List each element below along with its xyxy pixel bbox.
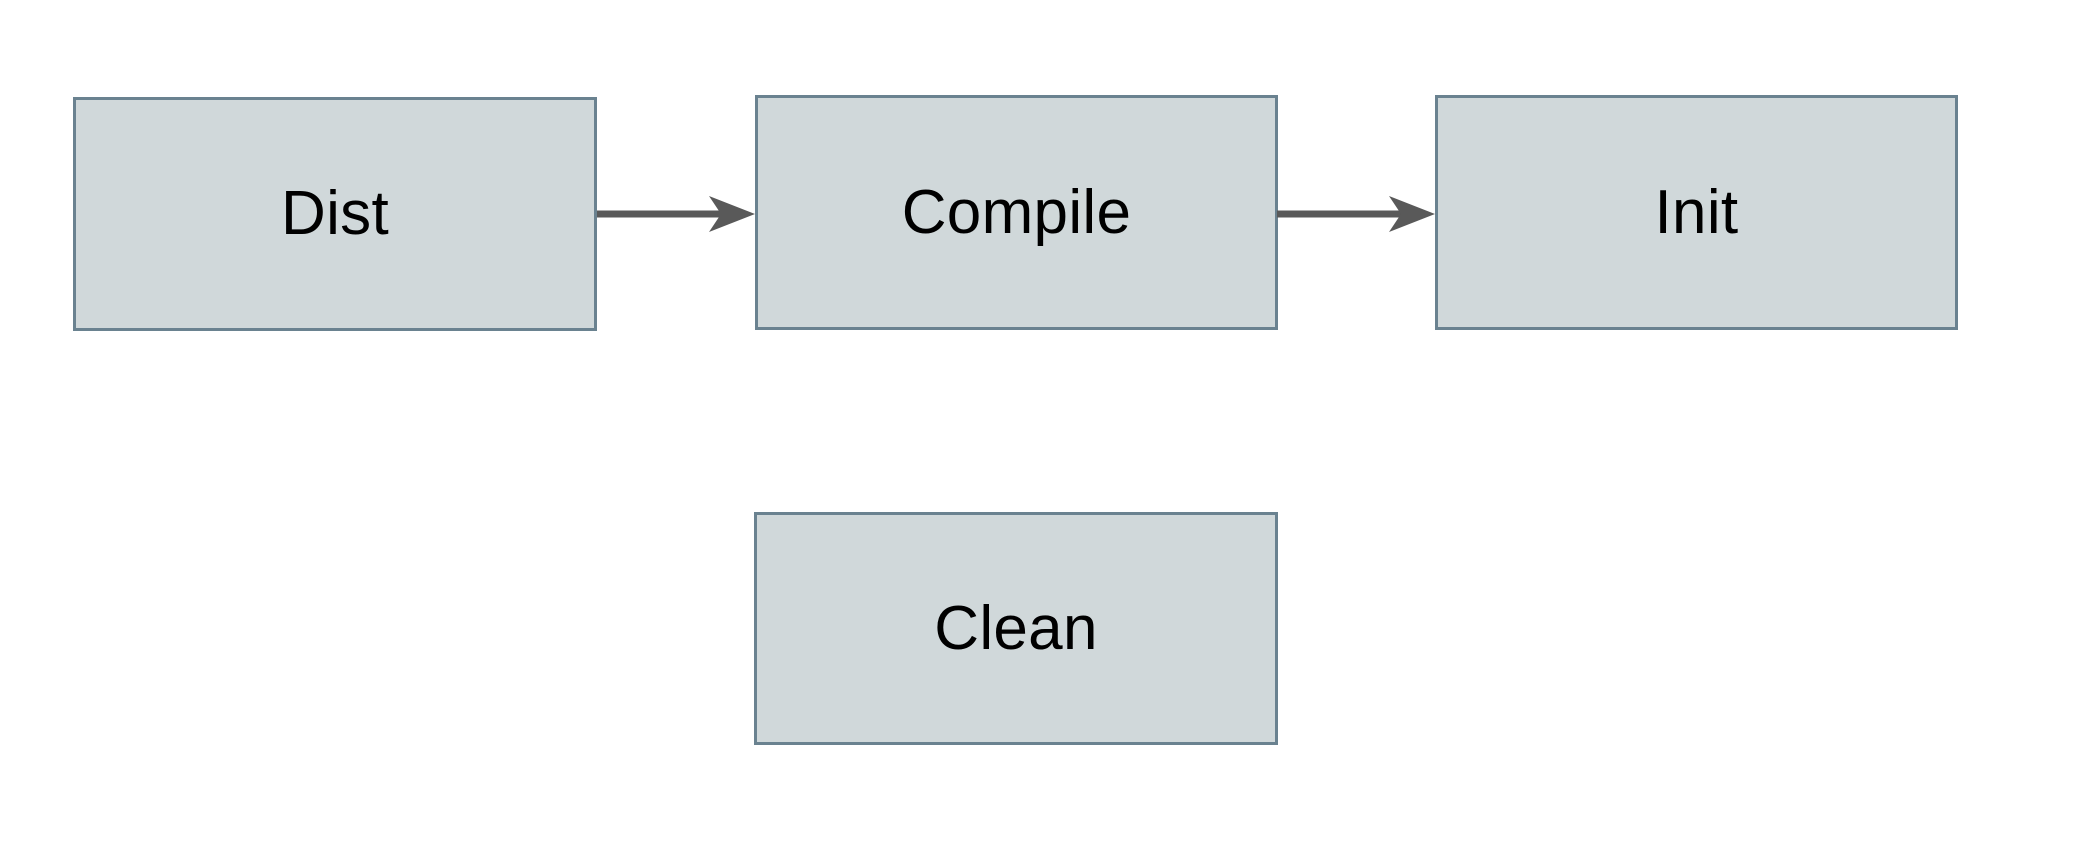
node-clean[interactable]: Clean xyxy=(754,512,1278,745)
edge-dist-to-compile[interactable] xyxy=(597,193,757,235)
node-clean-label: Clean xyxy=(934,593,1098,663)
arrow-dist-to-compile-icon xyxy=(597,196,755,232)
node-compile-label: Compile xyxy=(901,177,1132,247)
node-init[interactable]: Init xyxy=(1435,95,1958,330)
node-dist[interactable]: Dist xyxy=(73,97,597,331)
edge-compile-to-init[interactable] xyxy=(1277,193,1437,235)
node-dist-label: Dist xyxy=(281,179,389,248)
arrow-compile-to-init-icon xyxy=(1277,196,1435,232)
node-compile[interactable]: Compile xyxy=(755,95,1278,330)
node-init-label: Init xyxy=(1654,177,1739,247)
